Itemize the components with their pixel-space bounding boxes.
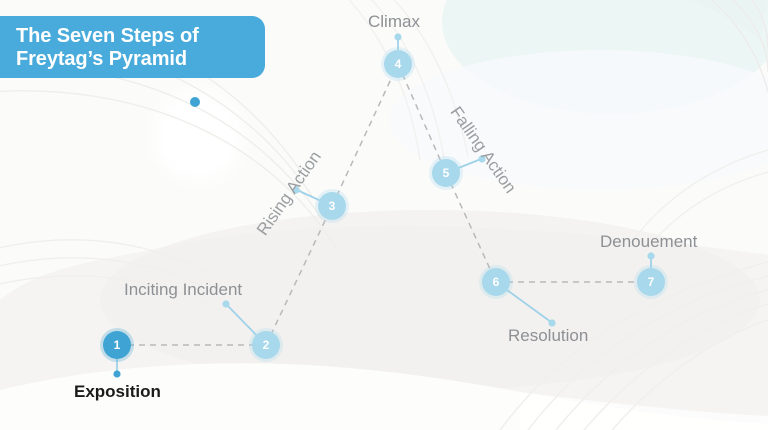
node-circle-1[interactable] [103,331,131,359]
node-label-7: Denouement [600,232,698,251]
connector-dot-2 [222,300,230,308]
node-group [100,47,668,362]
accent-dot [190,97,200,107]
node-label-1: Exposition [74,382,161,401]
dashed-path-group [117,63,651,346]
node-label-2: Inciting Incident [124,280,243,299]
connector-dot-4 [394,33,402,41]
path-segment-2-3 [265,205,333,346]
connector-dot-5 [478,155,486,163]
title-banner: The Seven Steps of Freytag’s Pyramid [0,16,265,78]
path-segment-4-5 [397,63,447,174]
node-circle-3[interactable] [318,192,346,220]
node-circle-2[interactable] [252,331,280,359]
path-segment-5-6 [445,172,497,283]
connector-dot-1 [113,370,121,378]
title-line-2: Freytag’s Pyramid [16,48,187,70]
node-circle-6[interactable] [482,268,510,296]
node-circle-7[interactable] [637,268,665,296]
node-label-6: Resolution [508,326,589,345]
connector-dot-6 [548,319,556,327]
node-circle-4[interactable] [384,50,412,78]
node-circle-5[interactable] [432,159,460,187]
node-label-4: Climax [368,12,420,31]
connector-dot-3 [292,186,300,194]
title-line-1: The Seven Steps of [16,25,199,47]
path-segment-3-4 [331,63,399,207]
accent-dot-group [190,97,200,107]
connector-dot-7 [647,252,655,260]
